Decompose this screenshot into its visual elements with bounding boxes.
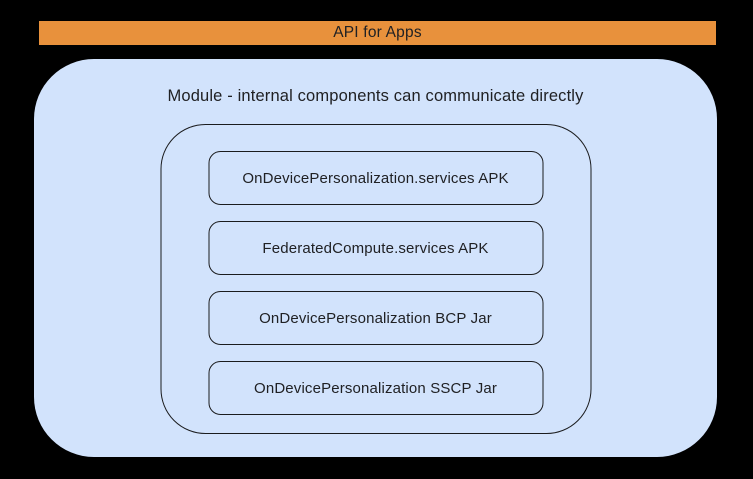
component-box-odp-services-apk: OnDevicePersonalization.services APK xyxy=(208,151,543,205)
component-box-odp-bcp-jar: OnDevicePersonalization BCP Jar xyxy=(208,291,543,345)
api-for-apps-label: API for Apps xyxy=(333,24,422,41)
component-label: OnDevicePersonalization.services APK xyxy=(242,169,509,187)
module-container: Module - internal components can communi… xyxy=(34,59,717,457)
component-box-federatedcompute-services-apk: FederatedCompute.services APK xyxy=(208,221,543,275)
module-title: Module - internal components can communi… xyxy=(167,87,584,105)
component-label: OnDevicePersonalization SSCP Jar xyxy=(254,379,497,397)
internal-components-group: OnDevicePersonalization.services APK Fed… xyxy=(160,124,591,434)
component-label: OnDevicePersonalization BCP Jar xyxy=(259,309,492,327)
component-box-odp-sscp-jar: OnDevicePersonalization SSCP Jar xyxy=(208,361,543,415)
api-for-apps-banner: API for Apps xyxy=(39,21,716,45)
component-label: FederatedCompute.services APK xyxy=(262,239,489,257)
